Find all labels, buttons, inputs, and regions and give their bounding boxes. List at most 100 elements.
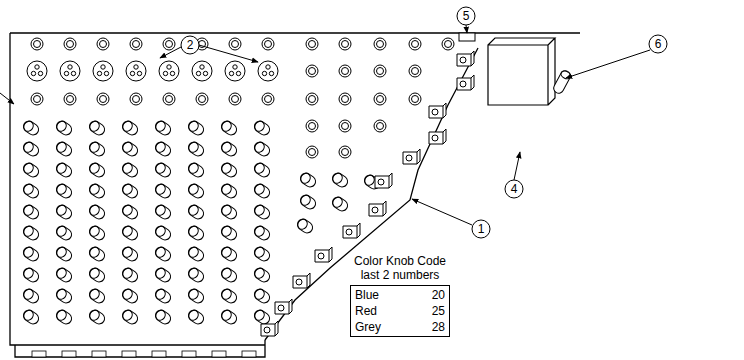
leader-line xyxy=(514,152,520,180)
side-knob xyxy=(552,69,572,95)
round-knob xyxy=(262,93,274,105)
oval-knob xyxy=(153,140,172,158)
oval-knob xyxy=(54,203,73,221)
fader-block xyxy=(403,149,420,164)
callout-circle xyxy=(472,220,490,238)
oval-knob xyxy=(252,245,271,263)
round-knob xyxy=(306,65,318,77)
triple-knob xyxy=(126,61,146,81)
oval-knob xyxy=(87,119,106,137)
oval-knob xyxy=(21,266,40,284)
oval-knob xyxy=(186,140,205,158)
table-cell: 20 xyxy=(432,287,445,303)
oval-knob xyxy=(54,140,73,158)
oval-knob xyxy=(21,245,40,263)
oval-knob xyxy=(219,266,238,284)
round-knob xyxy=(339,120,351,132)
oval-knob xyxy=(186,245,205,263)
fader-block xyxy=(261,321,278,336)
oval-knob xyxy=(252,119,271,137)
front-tab xyxy=(92,351,106,357)
oval-knob xyxy=(54,266,73,284)
triple-knob xyxy=(27,61,47,81)
oval-knob xyxy=(87,161,106,179)
round-knob xyxy=(339,65,351,77)
oval-knob xyxy=(87,287,106,305)
leader-line xyxy=(0,93,14,104)
oval-knob xyxy=(153,266,172,284)
oval-knob xyxy=(186,161,205,179)
triple-knob xyxy=(225,61,245,81)
oval-knob xyxy=(120,203,139,221)
oval-knob xyxy=(186,182,205,200)
oval-knob xyxy=(120,182,139,200)
front-tab xyxy=(62,351,76,357)
round-knob xyxy=(229,93,241,105)
fader-block xyxy=(457,51,474,66)
round-knob xyxy=(31,93,43,105)
oval-knob xyxy=(87,245,106,263)
oval-knob xyxy=(252,266,271,284)
fader-block xyxy=(315,247,332,262)
oval-knob xyxy=(54,287,73,305)
oval-knob xyxy=(186,287,205,305)
color-code-table: Color Knob Code last 2 numbersBlue20Red2… xyxy=(350,254,455,337)
oval-knob xyxy=(87,308,106,326)
panel-outline xyxy=(10,33,580,357)
leader-line xyxy=(566,50,650,78)
module-box xyxy=(488,38,555,105)
oval-knob xyxy=(330,195,349,213)
front-tab xyxy=(32,351,46,357)
callout-number: 2 xyxy=(181,37,199,53)
oval-knob xyxy=(153,203,172,221)
front-tab xyxy=(242,351,256,357)
round-knob xyxy=(409,38,421,50)
round-knob xyxy=(374,38,386,50)
cut-edge xyxy=(265,48,478,340)
table-cell: 28 xyxy=(432,319,445,335)
oval-knob xyxy=(219,140,238,158)
oval-knob xyxy=(153,245,172,263)
oval-knob xyxy=(120,245,139,263)
triple-knob xyxy=(159,61,179,81)
callout-circle xyxy=(505,180,523,198)
triple-knob xyxy=(192,61,212,81)
callout-number: 1 xyxy=(472,221,490,237)
round-knob xyxy=(196,93,208,105)
oval-knob xyxy=(219,287,238,305)
oval-knob xyxy=(219,182,238,200)
oval-knob xyxy=(120,287,139,305)
round-knob xyxy=(97,38,109,50)
triple-knob xyxy=(93,61,113,81)
oval-knob xyxy=(54,224,73,242)
round-knob xyxy=(64,93,76,105)
oval-knob xyxy=(21,140,40,158)
oval-knob xyxy=(120,224,139,242)
callout-circle xyxy=(457,7,475,25)
round-knob xyxy=(262,38,274,50)
oval-knob xyxy=(153,308,172,326)
round-knob xyxy=(163,38,175,50)
oval-knob xyxy=(252,287,271,305)
callout-number: 5 xyxy=(457,8,475,24)
callout-number: 6 xyxy=(649,36,667,52)
leader-line xyxy=(412,199,472,225)
round-knob xyxy=(339,93,351,105)
round-knob xyxy=(409,93,421,105)
front-tab xyxy=(212,351,226,357)
oval-knob xyxy=(295,217,314,235)
oval-knob xyxy=(298,171,317,189)
fader-block xyxy=(457,75,474,90)
oval-knob xyxy=(21,161,40,179)
oval-knob xyxy=(219,161,238,179)
oval-knob xyxy=(153,287,172,305)
oval-knob xyxy=(153,161,172,179)
oval-knob xyxy=(252,224,271,242)
oval-knob xyxy=(252,203,271,221)
round-knob xyxy=(409,65,421,77)
round-knob xyxy=(339,38,351,50)
callout-circle xyxy=(649,35,667,53)
oval-knob xyxy=(186,308,205,326)
table-cell: 25 xyxy=(432,303,445,319)
